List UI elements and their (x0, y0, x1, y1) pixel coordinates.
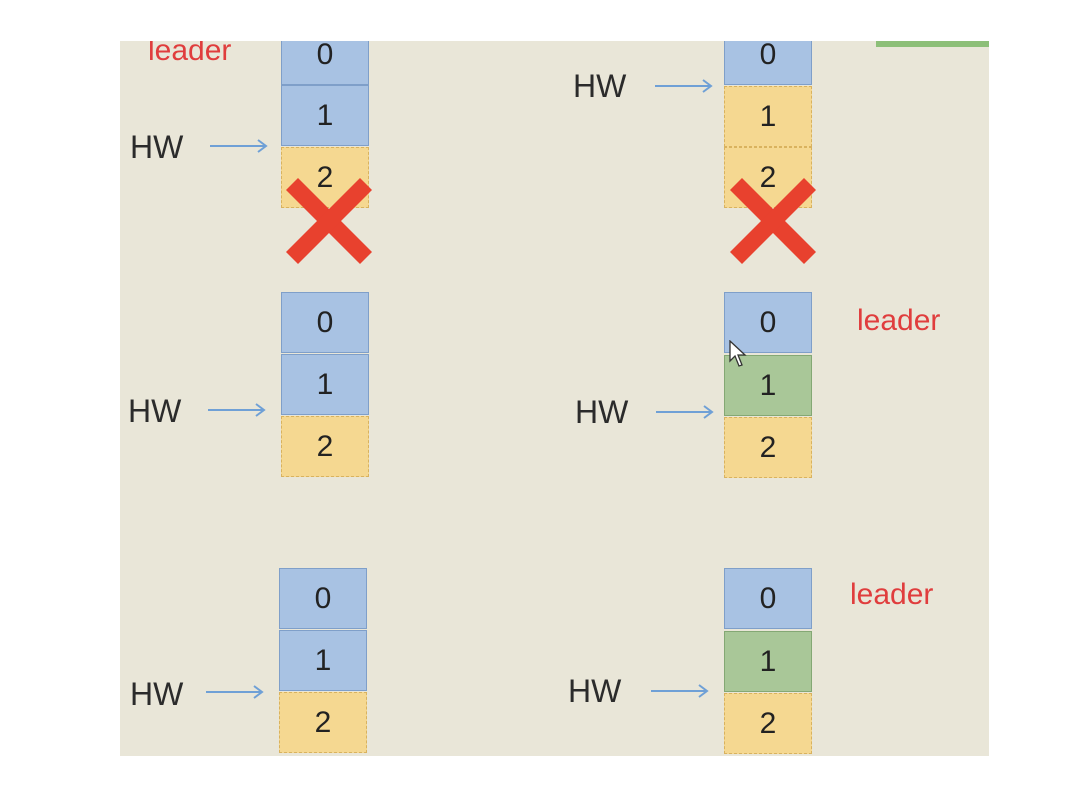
log-entry: 2 (724, 693, 812, 754)
log-entry: 0 (281, 292, 369, 353)
log-entry: 2 (279, 692, 367, 753)
hw-label: HW (575, 394, 629, 430)
hw-arrow-icon (651, 684, 709, 698)
hw-label: HW (573, 68, 627, 104)
log-entry: 0 (724, 568, 812, 629)
log-entry: 0 (724, 41, 812, 85)
log-entry: 1 (724, 86, 812, 147)
mouse-cursor-icon (729, 340, 747, 367)
cross-icon (285, 177, 373, 265)
hw-arrow-icon (210, 139, 268, 153)
hw-arrow-icon (206, 685, 264, 699)
log-entry: 1 (724, 631, 812, 692)
log-entry: 2 (724, 417, 812, 478)
cross-icon (729, 177, 817, 265)
corner-tag (876, 41, 989, 47)
hw-arrow-icon (655, 79, 713, 93)
leader-label: leader (850, 578, 934, 611)
hw-arrow-icon (656, 405, 714, 419)
hw-label: HW (128, 393, 182, 429)
log-entry: 1 (281, 85, 369, 146)
hw-label: HW (130, 676, 184, 712)
hw-arrow-icon (208, 403, 266, 417)
leader-label: leader (857, 304, 941, 337)
log-entry: 1 (281, 354, 369, 415)
log-entry: 1 (279, 630, 367, 691)
leader-label: leader (148, 41, 232, 67)
replication-diagram: leader HW 0 1 2 HW 0 1 2 HW 0 1 2 leader… (120, 41, 989, 756)
hw-label: HW (130, 129, 184, 165)
log-entry: 0 (279, 568, 367, 629)
hw-label: HW (568, 673, 622, 709)
log-entry: 0 (724, 292, 812, 353)
log-entry: 0 (281, 41, 369, 85)
log-entry: 2 (281, 416, 369, 477)
